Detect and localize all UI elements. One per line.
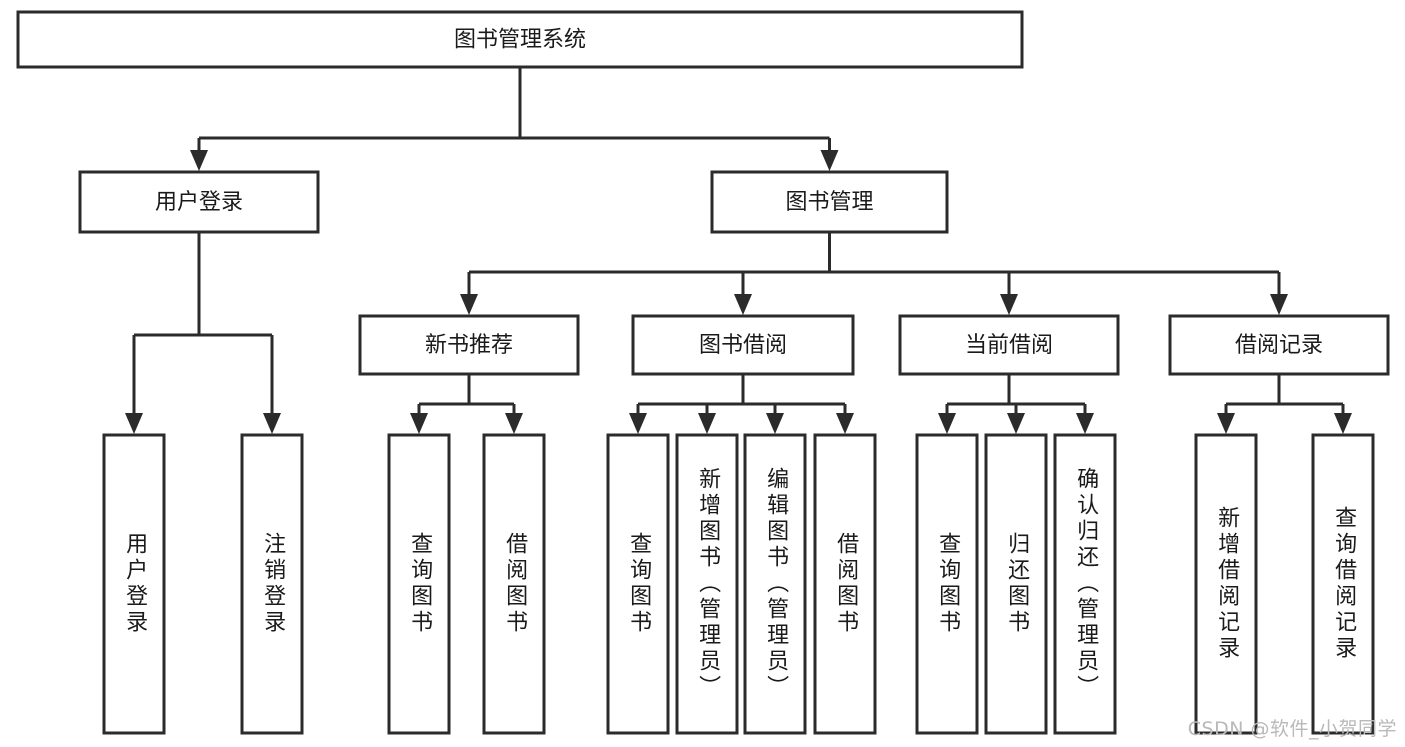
node-label-current-borrow: 当前借阅 — [965, 333, 1053, 358]
arrow-head-icon — [190, 150, 208, 171]
arrow-head-icon — [1334, 413, 1352, 434]
arrow-head-icon — [734, 294, 752, 315]
node-box-new-book-rec[interactable] — [358, 314, 580, 376]
node-label-new-book-rec: 新书推荐 — [425, 333, 513, 358]
arrow-head-icon — [1000, 294, 1018, 315]
node-box-book-manage[interactable] — [710, 170, 949, 234]
node-box-leaf-query-borrow-record[interactable] — [1311, 433, 1375, 735]
arrow-head-icon — [263, 413, 281, 434]
node-box-leaf-borrow-book-1[interactable] — [482, 433, 546, 735]
node-box-leaf-query-book-2[interactable] — [606, 433, 670, 735]
arrow-head-icon — [836, 413, 854, 434]
connector-layer — [125, 67, 1352, 434]
arrow-head-icon — [698, 413, 716, 434]
arrow-head-icon — [820, 150, 839, 171]
arrow-head-icon — [460, 294, 478, 315]
node-box-leaf-query-book-3[interactable] — [915, 433, 979, 735]
arrow-head-icon — [1270, 294, 1288, 315]
arrow-head-icon — [629, 413, 647, 434]
node-label-book-manage: 图书管理 — [785, 190, 873, 215]
node-label-user-login: 用户登录 — [155, 190, 243, 215]
arrow-head-icon — [410, 413, 428, 434]
node-box-book-borrow[interactable] — [631, 314, 855, 376]
node-box-leaf-borrow-book-2[interactable] — [813, 433, 877, 735]
node-label-root: 图书管理系统 — [454, 28, 586, 53]
node-box-current-borrow[interactable] — [898, 314, 1120, 376]
node-box-leaf-add-book-admin[interactable] — [675, 433, 739, 735]
node-label-book-borrow: 图书借阅 — [699, 333, 787, 358]
node-box-user-login[interactable] — [78, 170, 320, 234]
arrow-head-icon — [766, 413, 784, 434]
node-box-borrow-record[interactable] — [1168, 314, 1390, 376]
arrow-head-icon — [505, 413, 523, 434]
arrow-head-icon — [1007, 413, 1025, 434]
watermark-text: CSDN @软件_小贺同学 — [1187, 718, 1397, 740]
node-box-leaf-return-book[interactable] — [984, 433, 1048, 735]
node-box-leaf-logout[interactable] — [240, 433, 304, 735]
node-box-leaf-user-login[interactable] — [102, 433, 166, 735]
node-box-root[interactable] — [16, 10, 1024, 69]
arrow-head-icon — [938, 413, 956, 434]
node-box-leaf-edit-book-admin[interactable] — [743, 433, 807, 735]
arrow-head-icon — [125, 413, 143, 434]
node-box-leaf-confirm-return-admin[interactable] — [1053, 433, 1117, 735]
arrow-head-icon — [1076, 413, 1094, 434]
arrow-head-icon — [1217, 413, 1235, 434]
node-box-leaf-query-book-1[interactable] — [387, 433, 451, 735]
node-label-borrow-record: 借阅记录 — [1235, 333, 1323, 358]
node-box-leaf-add-borrow-record[interactable] — [1194, 433, 1258, 735]
